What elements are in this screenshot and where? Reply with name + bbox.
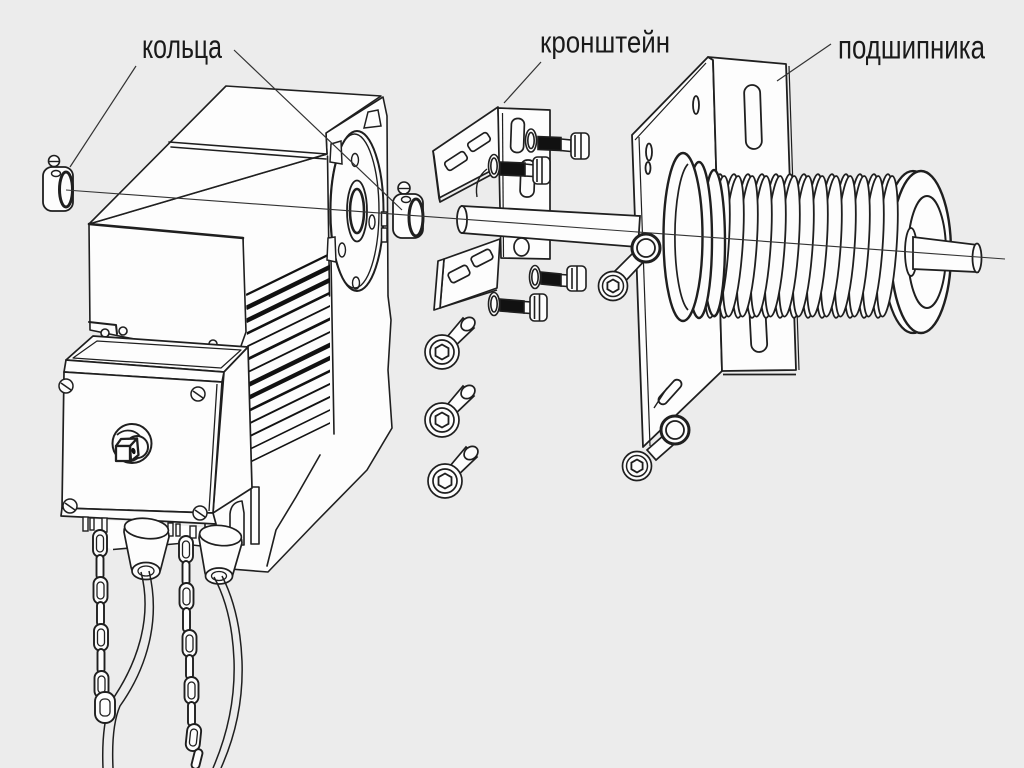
svg-text:подшипника: подшипника xyxy=(838,29,985,66)
svg-text:кольца: кольца xyxy=(142,28,222,65)
svg-text:кронштейн: кронштейн xyxy=(540,25,670,60)
